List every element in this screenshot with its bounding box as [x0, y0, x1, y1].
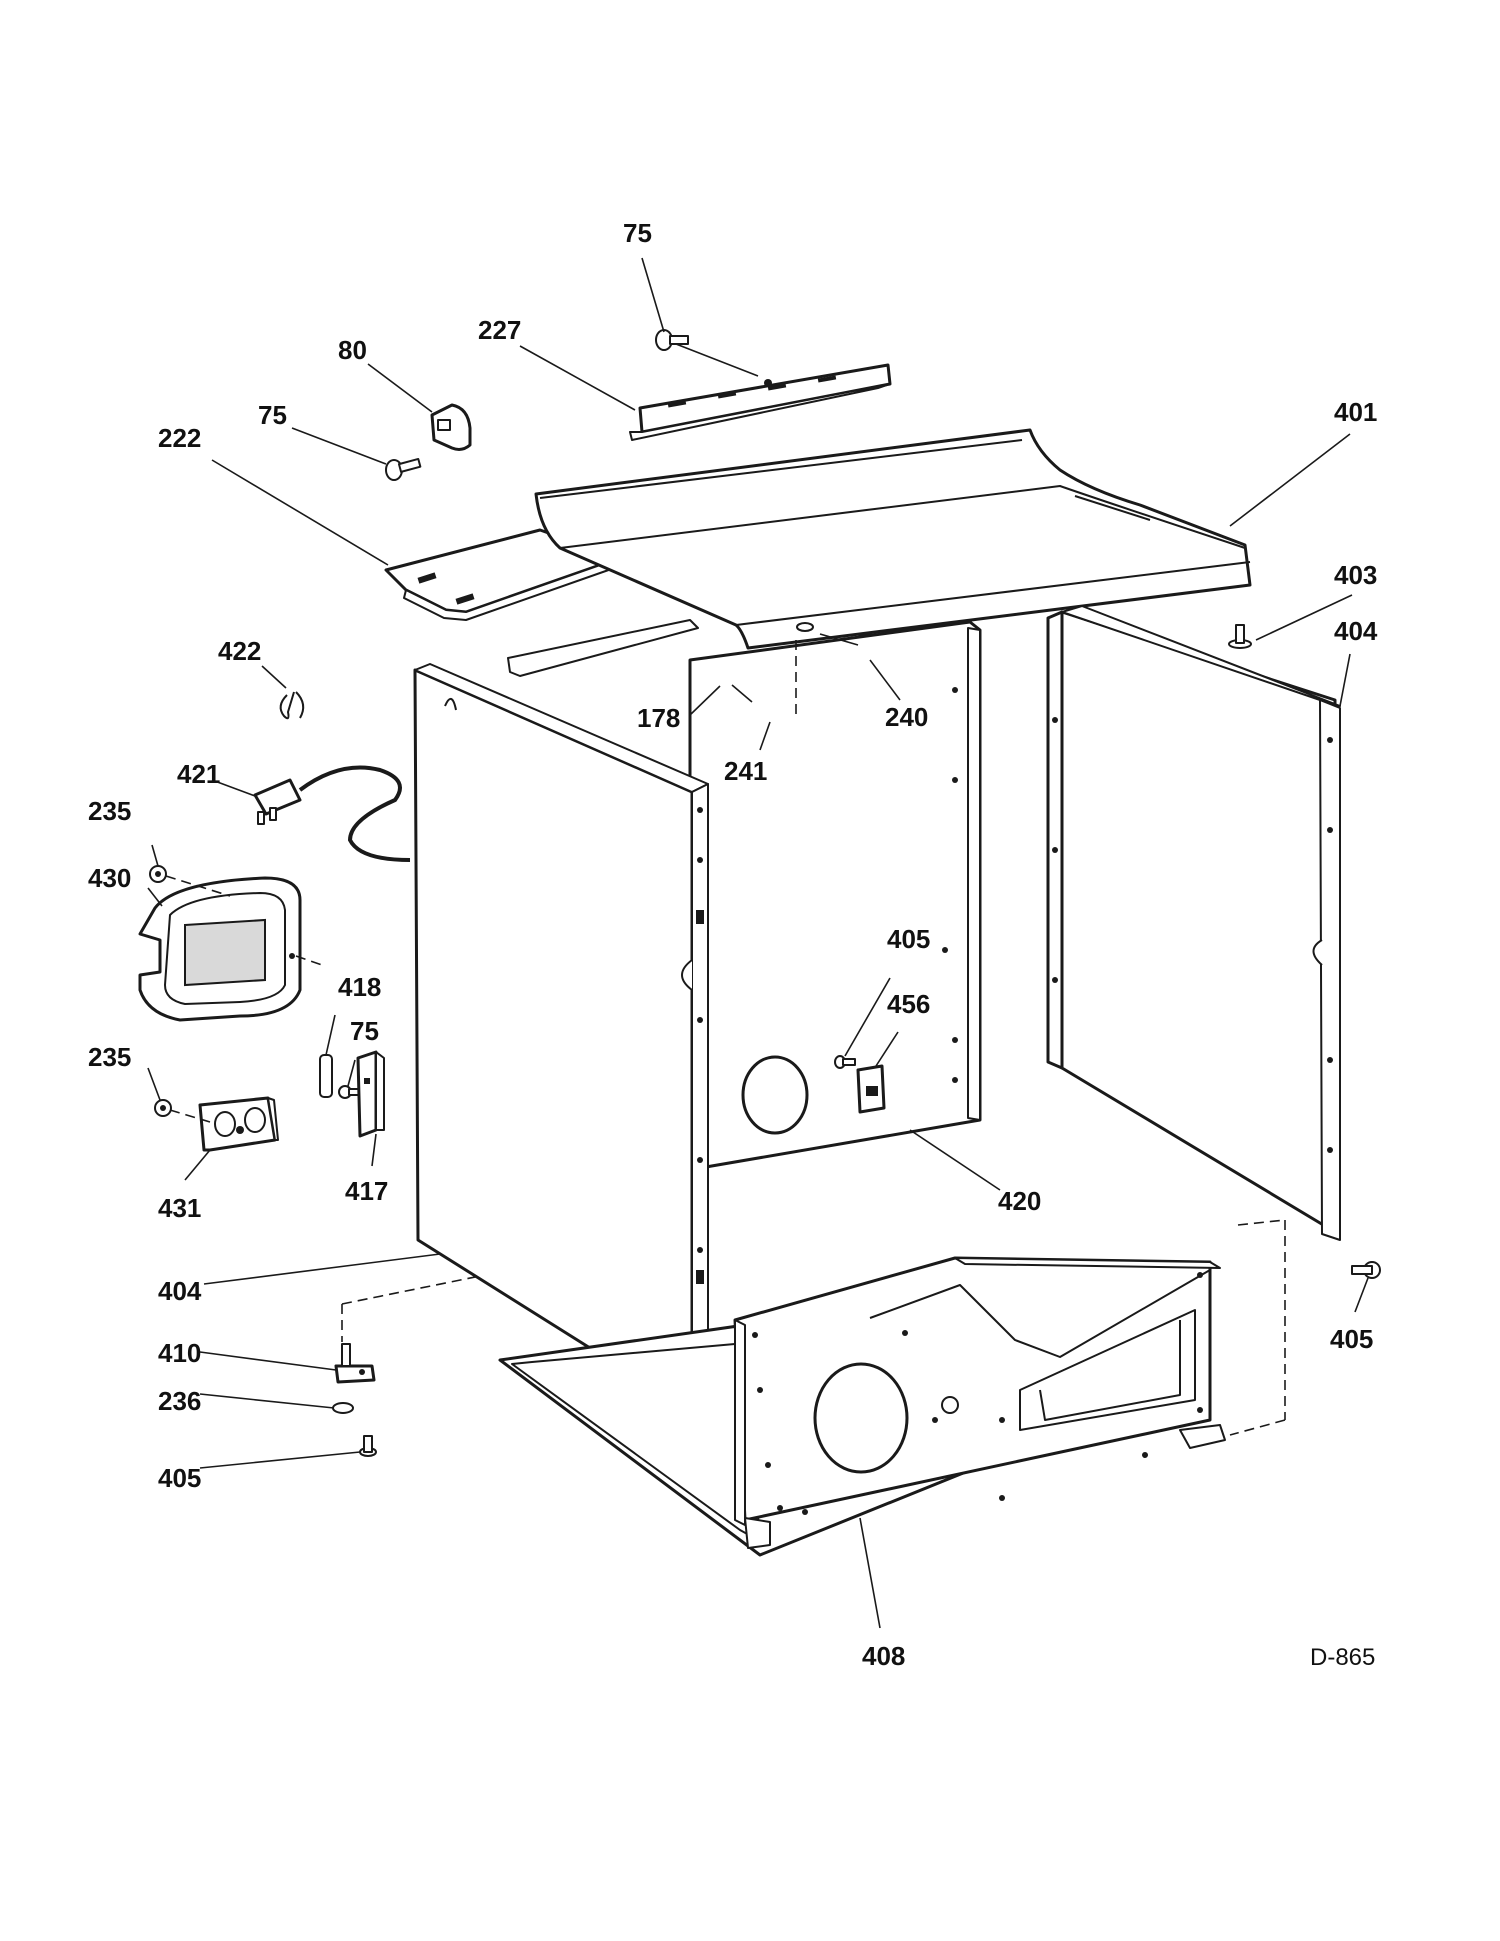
callout-430: 430	[88, 863, 131, 893]
screw-405-mid	[834, 1055, 856, 1069]
screw-405-low	[359, 1435, 377, 1457]
left-side-panel-404	[413, 663, 709, 1414]
callout-241: 241	[724, 756, 767, 786]
leader-lines	[147, 257, 1369, 1629]
callout-408: 408	[862, 1641, 905, 1671]
callout-236: 236	[158, 1386, 201, 1416]
terminal-cover-430	[138, 876, 302, 1022]
power-cord-421	[253, 765, 411, 862]
callout-404-left: 404	[158, 1276, 202, 1306]
hinge-clip-80	[430, 403, 472, 451]
callout-labels: 75 227 80 75 222 401 403 404 422 178 240…	[88, 218, 1378, 1671]
callout-75-low: 75	[350, 1016, 379, 1046]
right-side-panel-404	[1046, 605, 1341, 1241]
callout-240: 240	[885, 702, 928, 732]
callout-456: 456	[887, 989, 930, 1019]
leveling-leg-410	[334, 1343, 376, 1384]
callout-431: 431	[158, 1193, 201, 1223]
callout-422: 422	[218, 636, 261, 666]
screw-235-top	[149, 865, 167, 883]
diagram-code: D-865	[1310, 1644, 1375, 1671]
callout-410: 410	[158, 1338, 201, 1368]
top-panel-401	[534, 428, 1252, 650]
callout-80: 80	[338, 335, 367, 365]
screw-405-right	[1351, 1261, 1381, 1279]
top-bracket-227	[629, 363, 892, 441]
washer-236	[332, 1402, 354, 1414]
callout-404-right: 404	[1334, 616, 1378, 646]
callout-403: 403	[1334, 560, 1377, 590]
callout-178: 178	[637, 703, 680, 733]
callout-222: 222	[158, 423, 201, 453]
callout-75-left: 75	[258, 400, 287, 430]
callout-235-low: 235	[88, 1042, 131, 1072]
screw-75-left	[385, 457, 422, 481]
callout-420: 420	[998, 1186, 1041, 1216]
screw-403	[1228, 624, 1252, 649]
bracket-417	[356, 1050, 385, 1138]
back-panel-420	[688, 620, 982, 1170]
clip-456	[856, 1064, 886, 1114]
callout-401: 401	[1334, 397, 1377, 427]
hook-422	[279, 691, 305, 720]
callout-227: 227	[478, 315, 521, 345]
callout-421: 421	[177, 759, 220, 789]
fuse-418	[319, 1054, 333, 1098]
callout-235-top: 235	[88, 796, 131, 826]
callout-405-low: 405	[158, 1463, 201, 1493]
callout-75-top: 75	[623, 218, 652, 248]
callout-405-mid: 405	[887, 924, 930, 954]
callout-405-right: 405	[1330, 1324, 1373, 1354]
terminal-bracket-431	[198, 1096, 279, 1152]
callout-418: 418	[338, 972, 381, 1002]
rear-lower-rail	[507, 619, 699, 677]
callout-417: 417	[345, 1176, 388, 1206]
front-frame-408	[733, 1256, 1226, 1549]
screw-235-low	[154, 1099, 172, 1117]
